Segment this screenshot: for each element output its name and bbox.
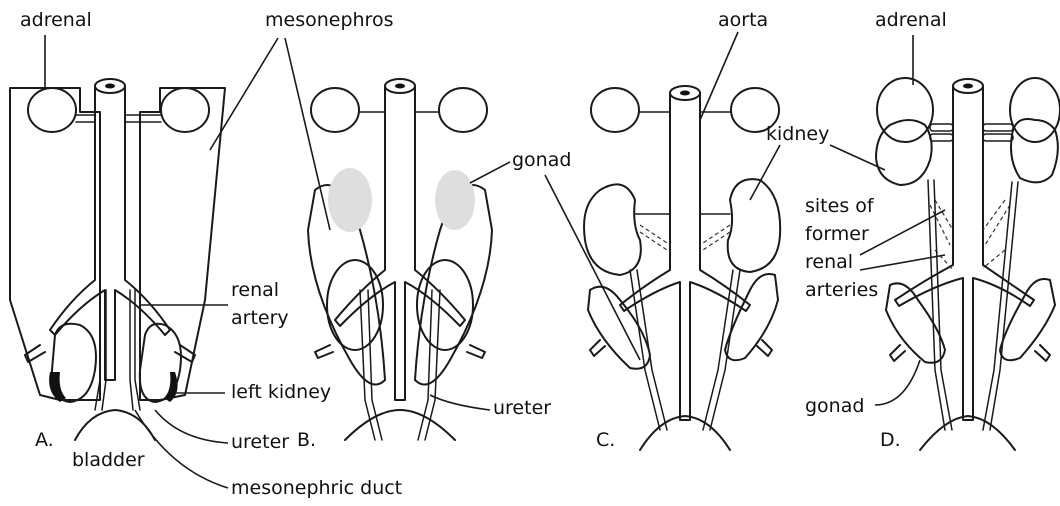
bladder-c [640,416,730,450]
panel-c [584,86,780,450]
adrenal-left-a [28,88,76,132]
adrenal-right-b [439,88,487,132]
leader-gonad-c [545,175,640,360]
label-renal: renal [231,279,279,301]
iliac-left-c [590,340,605,356]
kidney-right-b [417,260,473,350]
former-arteries-left-d [930,200,953,270]
leader-aorta [700,32,738,120]
panel-d [876,78,1060,450]
adrenal-left-d [877,78,933,142]
mesonephros-right-a [140,88,225,400]
panel-label-d: D. [880,429,901,451]
labels: adrenal mesonephros aorta adrenal gonad … [20,9,947,499]
label-sites-2: former [805,223,869,245]
label-aorta: aorta [718,9,768,31]
kidney-left-c [584,184,641,275]
gonad-left-b [328,168,372,232]
bladder-b [345,410,455,440]
iliac-right-b [467,345,485,358]
former-artery-right-c [700,225,730,252]
leader-mesonephros-b [285,38,330,230]
panel-b [308,79,492,440]
kidney-left-b [327,260,383,350]
label-adrenal-left: adrenal [20,9,92,31]
aorta-lumen-d [963,84,973,89]
label-mesonephric-duct: mesonephric duct [231,477,402,499]
iliac-left-b [315,345,333,358]
renal-artery-upper-right-d [983,124,1013,131]
adrenal-right-a [161,88,209,132]
gonad-right-b [435,170,475,230]
iliac-left-d [890,345,905,361]
former-artery-left-c [640,225,670,252]
adrenal-left-b [311,88,359,132]
leader-kidney-c [750,145,780,200]
aorta-b [335,86,465,400]
kidney-right-d [1011,119,1058,182]
panel-a [10,79,225,440]
label-ureter-b: ureter [493,397,551,419]
label-gonad-d: gonad [805,395,864,417]
label-sites-4: arteries [805,279,878,301]
mesonephros-left-a [10,88,100,400]
label-left-kidney: left kidney [231,381,331,403]
panel-label-a: A. [35,429,54,451]
panel-label-b: B. [297,429,316,451]
aorta-lumen-b [395,84,405,89]
adrenal-right-d [1010,78,1060,142]
leader-mesonephros-a [210,38,278,150]
panel-label-c: C. [596,429,615,451]
label-artery: artery [231,307,289,329]
renal-artery-upper-left-d [930,124,953,131]
label-sites-1: sites of [805,195,875,217]
leader-gonad-d [875,360,920,405]
label-ureter-left: ureter [231,431,289,453]
leader-gonad-b [470,162,510,183]
aorta-a [50,86,170,380]
iliac-right-c [757,340,772,356]
label-sites-3: renal [805,251,853,273]
label-kidney: kidney [766,123,829,145]
adrenal-left-c [591,88,639,132]
aorta-lumen-c [680,91,690,96]
label-adrenal-right: adrenal [875,9,947,31]
leader-mesonephric-duct [135,410,228,488]
leader-ureter-b [430,395,490,410]
label-mesonephros: mesonephros [265,9,393,31]
renal-artery-lower-right-d [983,134,1013,141]
iliac-right-d [1035,345,1050,361]
renal-artery-lower-left-d [930,134,953,141]
label-gonad-b: gonad [512,149,571,171]
bladder-d [920,416,1015,450]
aorta-lumen-a [105,84,115,89]
bladder-a [75,410,155,440]
label-bladder: bladder [72,449,145,471]
former-arteries-right-d [983,200,1010,268]
leader-sites-2 [860,255,945,270]
leader-ureter-left [155,410,228,443]
kidney-left-d [876,120,932,185]
